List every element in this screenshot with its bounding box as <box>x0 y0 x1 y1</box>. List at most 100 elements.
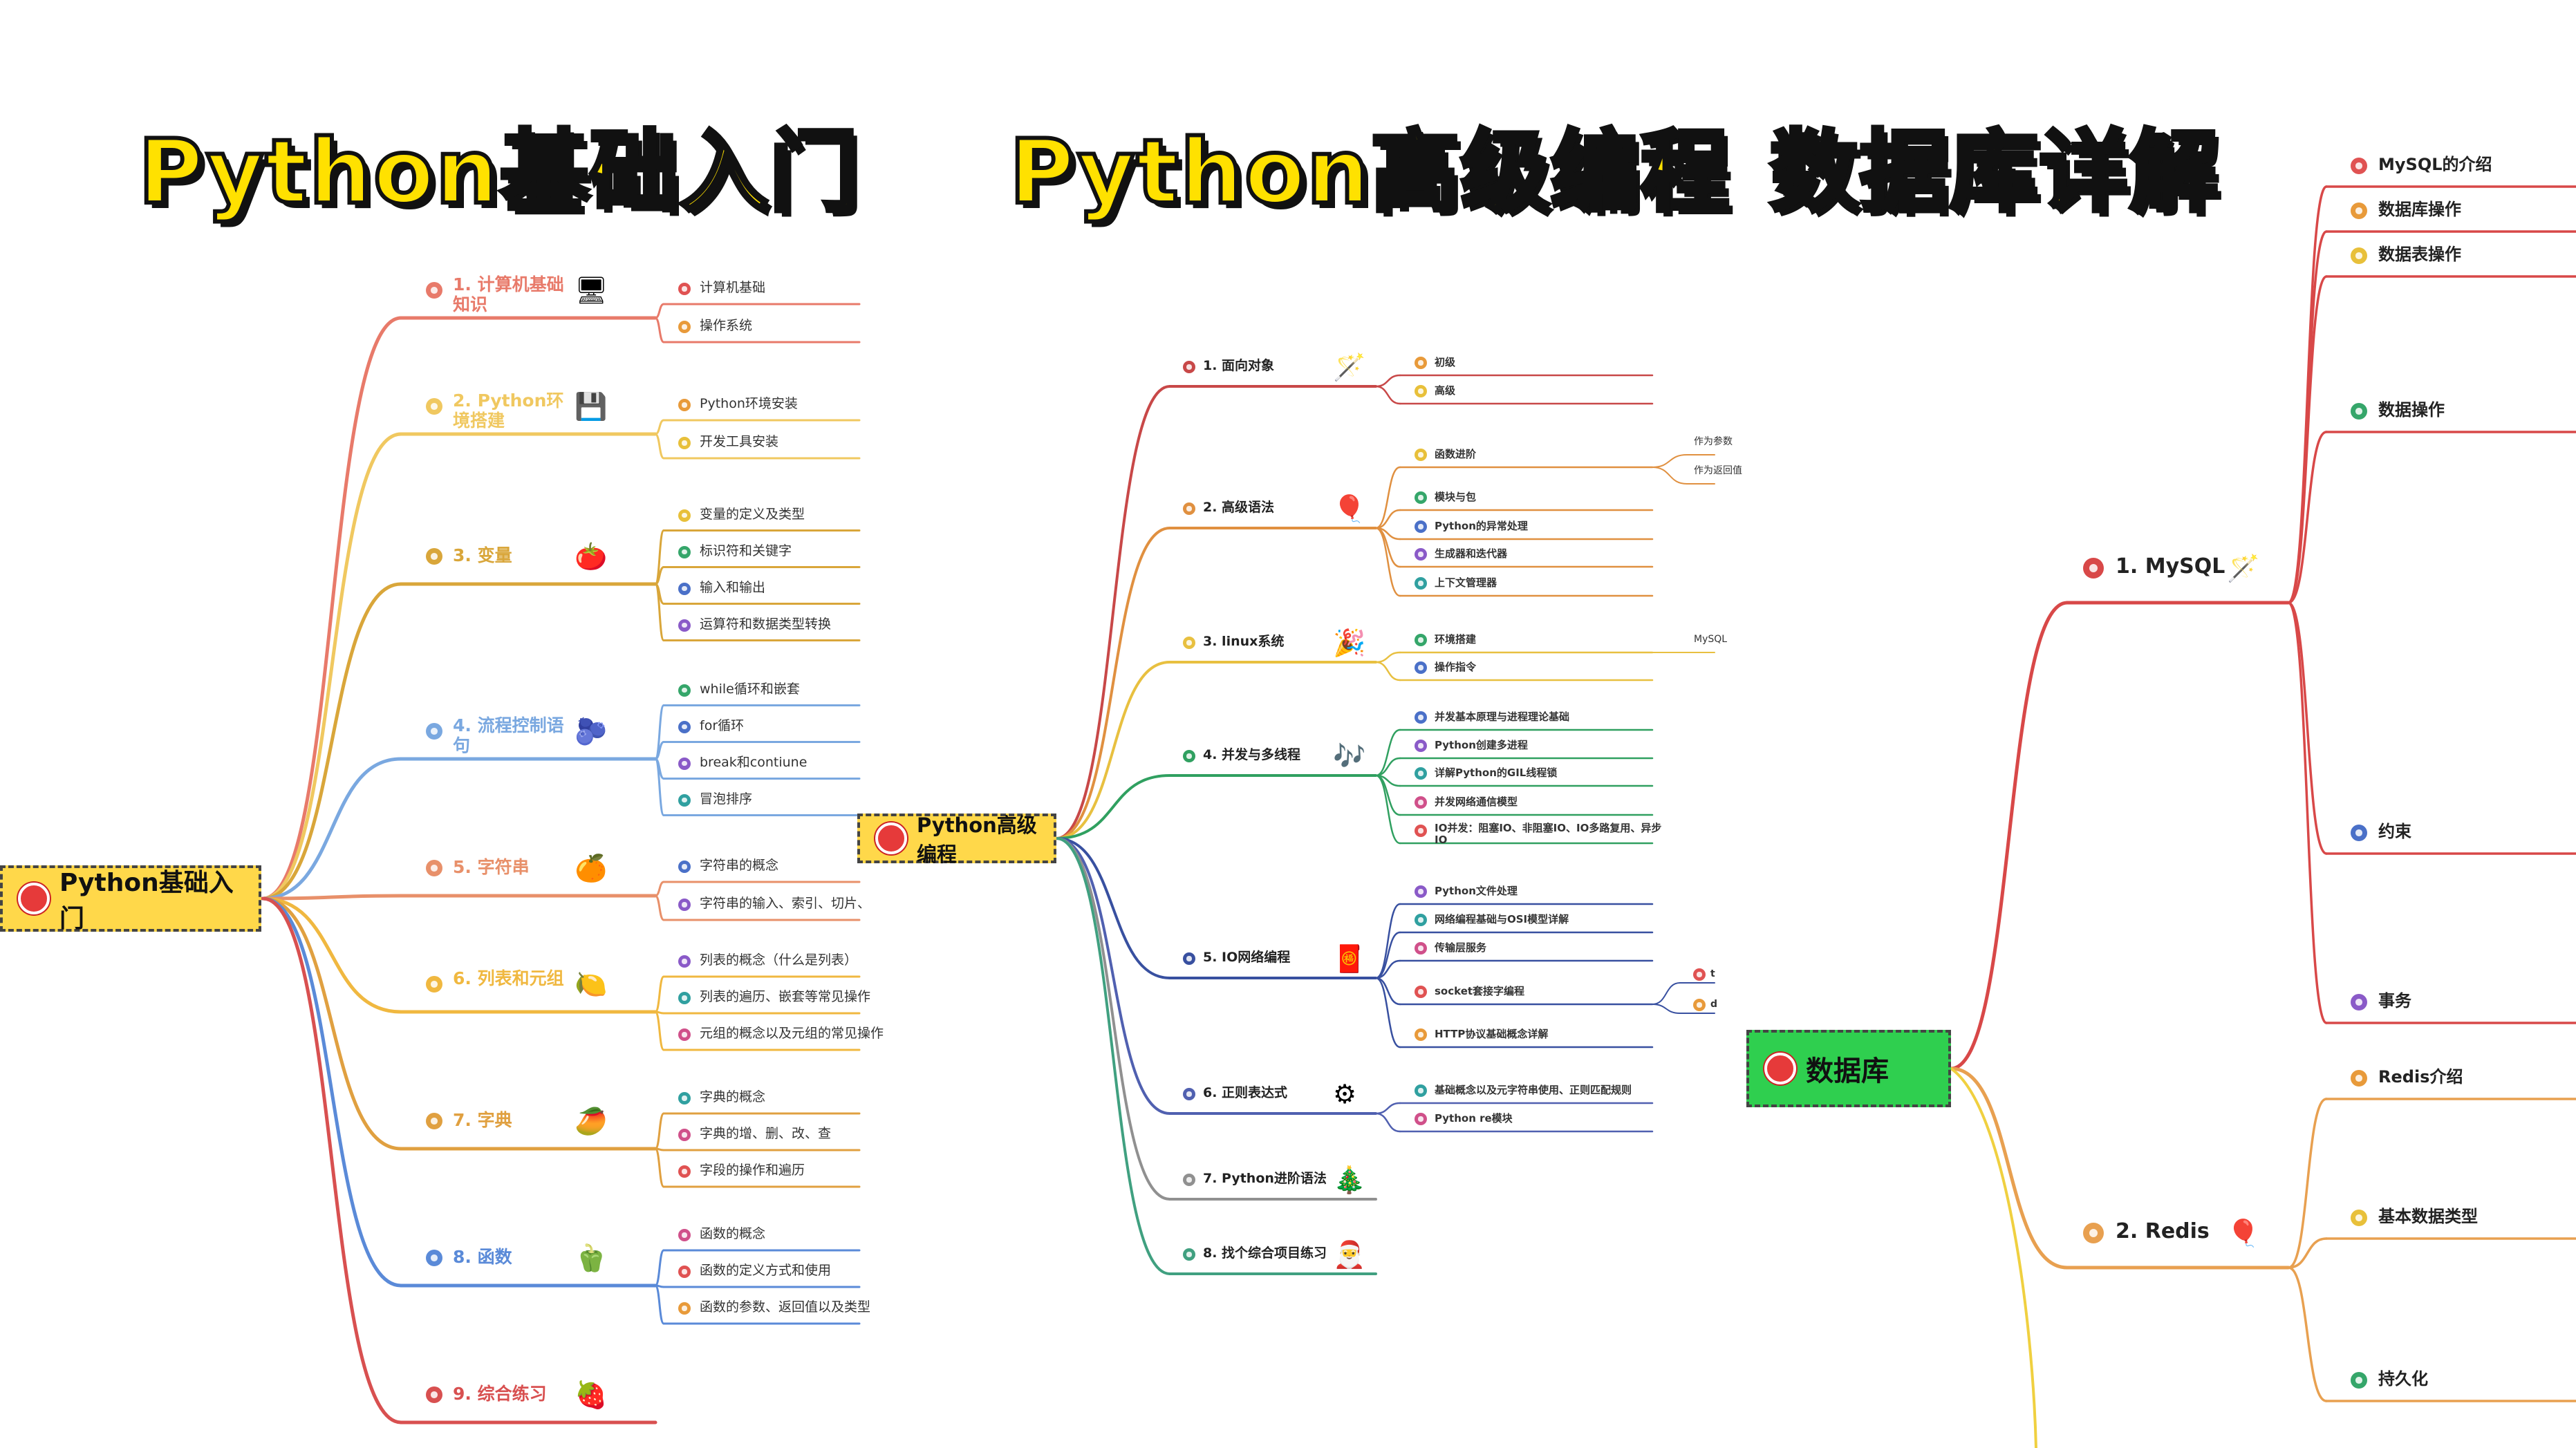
sub-label[interactable]: d <box>1710 999 1718 1010</box>
child-label[interactable]: 基础概念以及元字符串使用、正则匹配规则 <box>1435 1083 1632 1096</box>
child-label[interactable]: 函数进阶 <box>1435 447 1477 460</box>
magic-wand-icon: 🪄 <box>1333 352 1366 382</box>
child-label[interactable]: 网络编程基础与OSI模型详解 <box>1435 912 1569 925</box>
child-label[interactable]: 高级 <box>1435 384 1456 397</box>
branch-label[interactable]: 2. 高级语法 <box>1203 500 1275 516</box>
child-label[interactable]: 数据操作 <box>2378 400 2445 420</box>
child-label[interactable]: 环境搭建 <box>1435 632 1477 646</box>
gears-icon: ⚙ <box>1333 1079 1357 1109</box>
branch-label[interactable]: 6. 正则表达式 <box>1203 1085 1288 1101</box>
lemon-icon: 🍋 <box>575 969 608 999</box>
connector-line <box>2287 431 2328 604</box>
child-label[interactable]: 运算符和数据类型转换 <box>700 616 832 632</box>
branch-label[interactable]: 7. Python进阶语法 <box>1203 1171 1327 1187</box>
child-label[interactable]: 模块与包 <box>1435 490 1477 503</box>
child-label[interactable]: break和contiune <box>700 754 808 770</box>
balloon-icon: 🎈 <box>2227 1218 2260 1248</box>
branch-label[interactable]: 2. Python环境搭建 <box>453 391 564 431</box>
child-label[interactable]: Python文件处理 <box>1435 884 1518 897</box>
child-label[interactable]: 字符串的概念 <box>700 858 779 874</box>
child-label[interactable]: IO并发：阻塞IO、非阻塞IO、IO多路复用、异步IO <box>1435 822 1662 847</box>
child-label[interactable]: 数据库操作 <box>2378 200 2461 220</box>
sub-label[interactable]: t <box>1710 968 1715 980</box>
child-label[interactable]: 字符串的输入、索引、切片、 <box>700 896 871 912</box>
child-bullet-icon <box>2351 994 2367 1010</box>
child-label[interactable]: 开发工具安装 <box>700 434 779 450</box>
branch-label[interactable]: 2. Redis <box>2116 1219 2210 1244</box>
branch-label[interactable]: 6. 列表和元组 <box>453 968 564 988</box>
sub-label[interactable]: MySQL <box>1694 634 1728 646</box>
child-label[interactable]: 约束 <box>2378 822 2411 842</box>
child-label[interactable]: Redis介绍 <box>2378 1067 2463 1087</box>
branch-label[interactable]: 8. 找个综合项目练习 <box>1203 1245 1327 1261</box>
child-label[interactable]: 计算机基础 <box>700 280 766 296</box>
child-label[interactable]: 列表的概念（什么是列表） <box>700 952 858 968</box>
branch-label[interactable]: 3. 变量 <box>453 545 512 565</box>
child-label[interactable]: 函数的参数、返回值以及类型 <box>700 1299 871 1315</box>
child-bullet-icon <box>678 1028 691 1041</box>
child-label[interactable]: 字典的增、删、改、查 <box>700 1126 832 1142</box>
root-label: Python高级编程 <box>917 814 1037 866</box>
connector-line <box>261 896 403 1151</box>
branch-label[interactable]: 1. MySQL <box>2116 554 2225 579</box>
child-label[interactable]: HTTP协议基础概念详解 <box>1435 1027 1549 1040</box>
sub-label[interactable]: 作为返回值 <box>1694 465 1742 477</box>
child-label[interactable]: 事务 <box>2378 991 2411 1011</box>
child-label[interactable]: 元组的概念以及元组的常见操作 <box>700 1026 884 1042</box>
child-label[interactable]: 基本数据类型 <box>2378 1207 2478 1227</box>
child-label[interactable]: 列表的遍历、嵌套等常见操作 <box>700 989 871 1005</box>
child-label[interactable]: 详解Python的GIL线程锁 <box>1435 766 1558 779</box>
child-label[interactable]: Python环境安装 <box>700 396 798 412</box>
connector-line <box>654 433 665 460</box>
child-label[interactable]: 数据表操作 <box>2378 245 2461 265</box>
connector-line <box>1055 385 1171 840</box>
connector-line <box>1055 837 1171 1201</box>
child-label[interactable]: 初级 <box>1435 355 1456 368</box>
child-label[interactable]: 字典的概念 <box>700 1089 766 1105</box>
child-label[interactable]: for循环 <box>700 717 745 733</box>
child-bullet-icon <box>1415 796 1427 809</box>
child-label[interactable]: Python re模块 <box>1435 1111 1513 1125</box>
child-label[interactable]: 操作指令 <box>1435 660 1477 673</box>
root-python-basics[interactable]: Python基础入门 <box>0 865 261 933</box>
child-label[interactable]: 冒泡排序 <box>700 791 753 807</box>
child-label[interactable]: 字段的操作和遍历 <box>700 1163 805 1178</box>
child-label[interactable]: 操作系统 <box>700 318 753 334</box>
child-label[interactable]: 输入和输出 <box>700 579 766 595</box>
child-label[interactable]: MySQL的介绍 <box>2378 155 2492 175</box>
branch-label[interactable]: 7. 字典 <box>453 1109 512 1130</box>
connector-line <box>1374 959 1401 979</box>
branch-label[interactable]: 1. 计算机基础知识 <box>453 274 564 314</box>
branch-label[interactable]: 8. 函数 <box>453 1246 512 1267</box>
child-bullet-icon <box>678 437 691 449</box>
child-label[interactable]: socket套接字编程 <box>1435 984 1525 997</box>
branch-label[interactable]: 9. 综合练习 <box>453 1383 547 1404</box>
child-label[interactable]: 传输层服务 <box>1435 941 1487 954</box>
child-bullet-icon <box>2351 203 2367 219</box>
branch-bullet-icon <box>426 1386 442 1403</box>
child-label[interactable]: 生成器和迭代器 <box>1435 547 1508 560</box>
branch-label[interactable]: 5. 字符串 <box>453 856 530 877</box>
child-label[interactable]: 上下文管理器 <box>1435 576 1497 589</box>
branch-label[interactable]: 5. IO网络编程 <box>1203 950 1291 966</box>
branch-label[interactable]: 4. 流程控制语句 <box>453 715 564 755</box>
child-label[interactable]: 持久化 <box>2378 1369 2428 1389</box>
child-label[interactable]: 变量的定义及类型 <box>700 506 805 522</box>
sub-label[interactable]: 作为参数 <box>1694 436 1733 448</box>
child-label[interactable]: while循环和嵌套 <box>700 681 800 697</box>
child-bullet-icon <box>1415 1113 1427 1125</box>
child-label[interactable]: 并发基本原理与进程理论基础 <box>1435 710 1570 723</box>
child-label[interactable]: 标识符和关键字 <box>700 543 792 558</box>
branch-label[interactable]: 1. 面向对象 <box>1203 358 1275 374</box>
child-label[interactable]: 函数的定义方式和使用 <box>700 1263 832 1279</box>
branch-label[interactable]: 3. linux系统 <box>1203 634 1285 650</box>
child-label[interactable]: 并发网络通信模型 <box>1435 795 1518 808</box>
child-label[interactable]: 函数的概念 <box>700 1226 766 1242</box>
root-python-advanced[interactable]: Python高级编程 <box>857 814 1056 866</box>
child-label[interactable]: Python的异常处理 <box>1435 519 1528 532</box>
root-database[interactable]: 数据库 <box>1746 1030 1951 1107</box>
branch-label[interactable]: 4. 并发与多线程 <box>1203 747 1301 763</box>
child-bullet-icon <box>678 992 691 1004</box>
connector-line <box>261 896 403 1288</box>
child-label[interactable]: Python创建多进程 <box>1435 738 1528 751</box>
